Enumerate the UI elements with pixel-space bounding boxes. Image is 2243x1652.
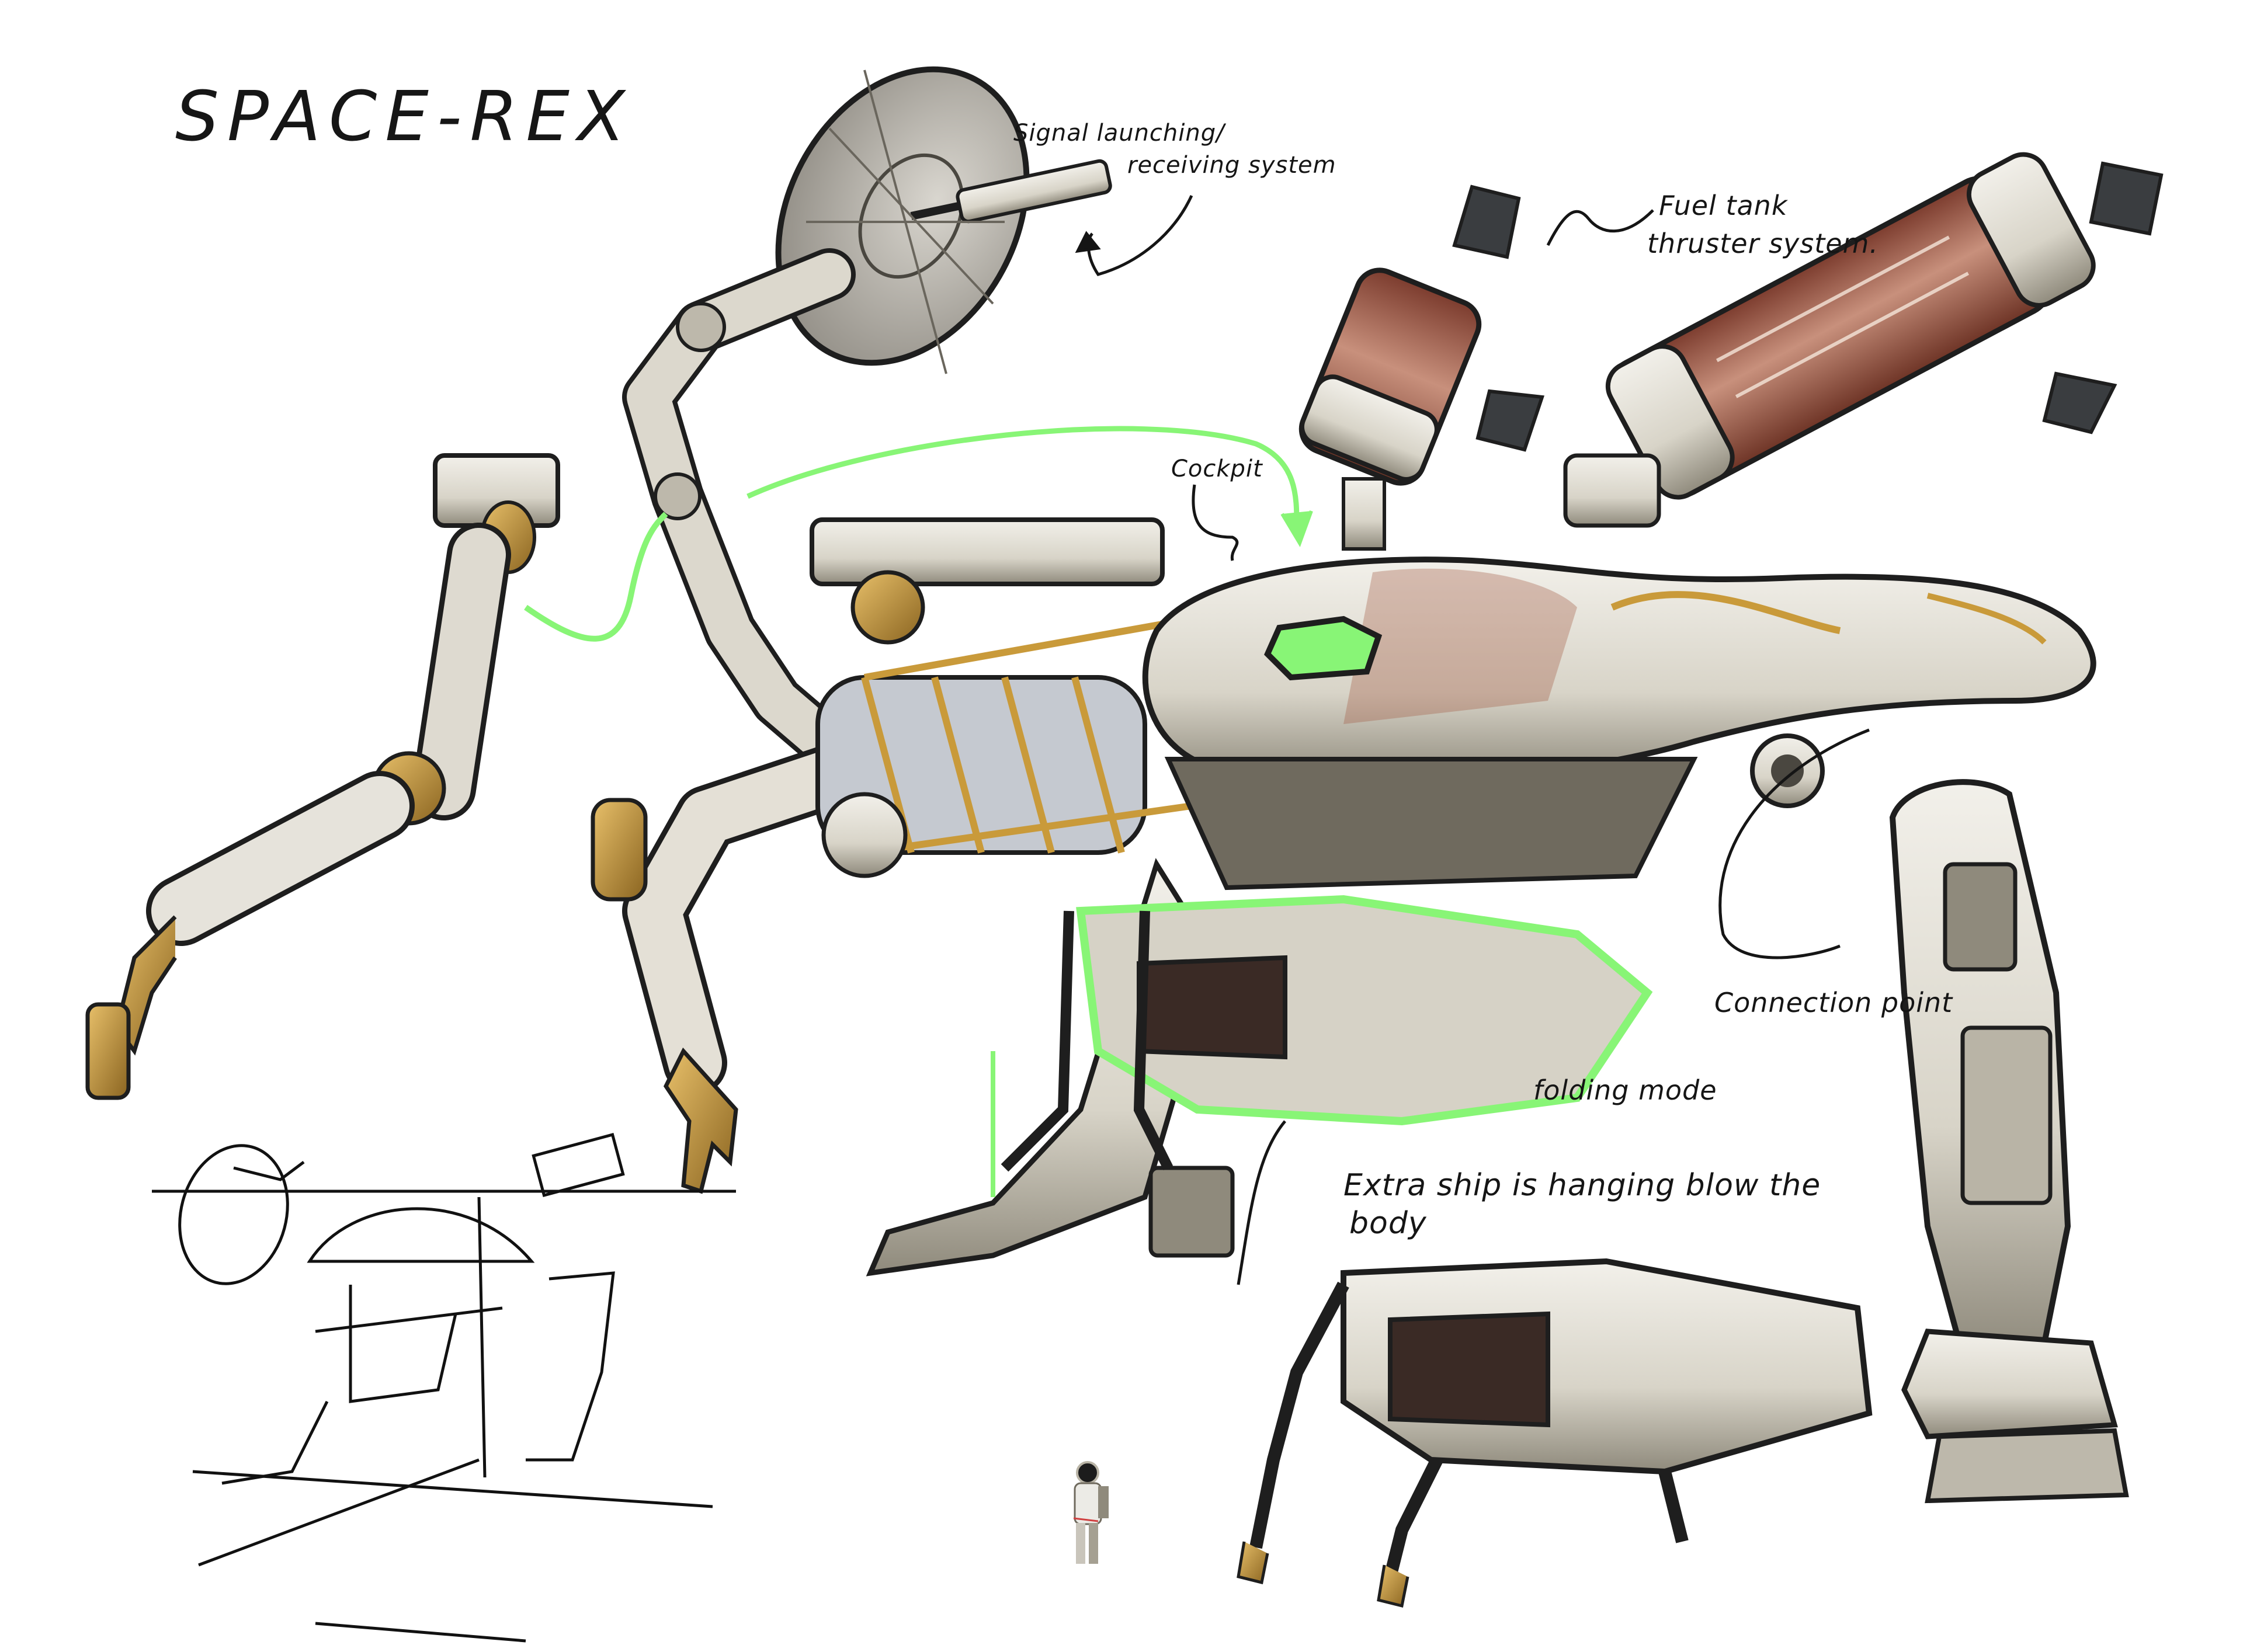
robotic-arm-front: [591, 745, 862, 1194]
annotation-fuel-line1: Fuel tank: [1659, 190, 1788, 221]
leg-detail: [1889, 779, 2129, 1504]
annotation-signal-line2: receiving system: [1127, 152, 1336, 179]
annotation-fuel-line2: thruster system.: [1647, 228, 1879, 259]
robotic-arm-left: [85, 453, 560, 1100]
sheet-title: SPACE-REX: [175, 76, 633, 156]
thumbnail-sketch: [152, 1133, 736, 1643]
extra-ship-detached: [1237, 1258, 1873, 1608]
cockpit-highlight-arrow: [746, 426, 1300, 526]
annotation-folding-mode: folding mode: [1533, 1074, 1717, 1106]
main-body: [810, 517, 2096, 1277]
dish-support-arm: [622, 248, 856, 762]
fuel-tank-left: [1298, 185, 1545, 551]
annotation-cockpit: Cockpit: [1171, 455, 1263, 482]
cockpit-window: [1264, 615, 1383, 681]
fuel-tank-right: [1563, 152, 2164, 528]
annotation-extraship-line1: Extra ship is hanging blow the: [1343, 1168, 1821, 1203]
annotation-extraship-line2: body: [1349, 1206, 1427, 1241]
reattach-arrow: [524, 512, 668, 642]
satellite-dish: [775, 66, 1112, 374]
extra-ship-attached: [991, 895, 1653, 1197]
annotation-signal-line1: Signal launching/: [1013, 120, 1225, 147]
astronaut: [1073, 1461, 1109, 1564]
leader-lines: [1075, 194, 1870, 1285]
annotation-connection-point: Connection point: [1714, 987, 1953, 1018]
